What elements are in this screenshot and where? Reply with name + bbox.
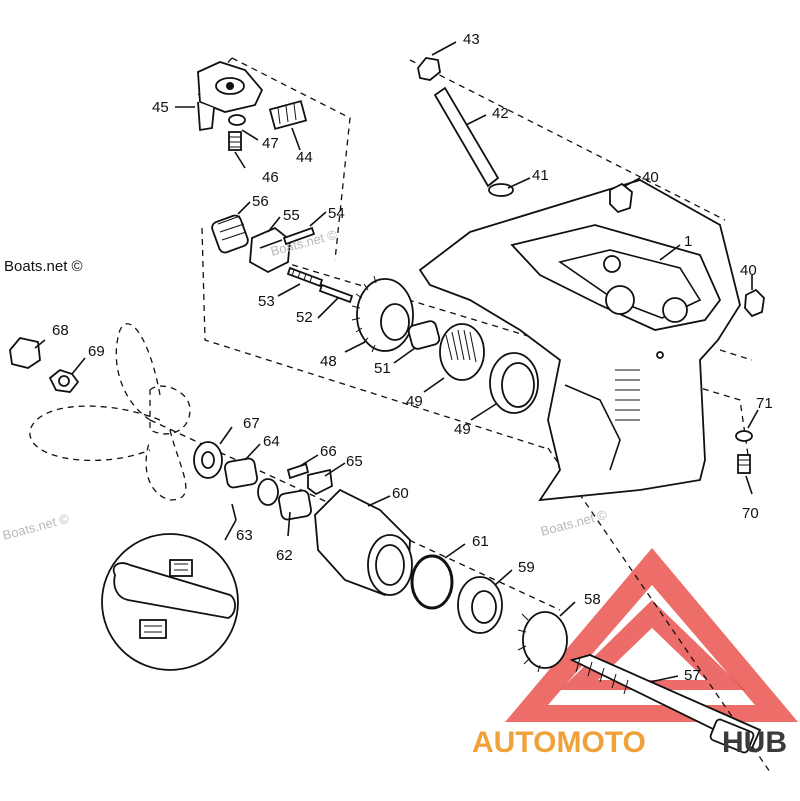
callout-44: 44	[296, 149, 313, 166]
callout-42: 42	[492, 105, 509, 122]
callout-53: 53	[258, 293, 275, 310]
callout-40-right: 40	[740, 262, 757, 279]
callout-69: 69	[88, 343, 105, 360]
propeller-outline	[9, 323, 191, 501]
callout-65: 65	[346, 453, 363, 470]
callout-57: 57	[684, 667, 701, 684]
callout-64: 64	[263, 433, 280, 450]
watermark-center-bottom: Boats.net ©	[539, 507, 609, 539]
top-cover-plate	[197, 61, 264, 132]
assembly-outline	[149, 57, 771, 773]
forward-gear-set	[351, 275, 539, 414]
callout-63: 63	[236, 527, 253, 544]
callout-68: 68	[52, 322, 69, 339]
shaft-tube-parts	[417, 57, 765, 318]
watermark-left: Boats.net ©	[4, 258, 83, 275]
callout-51: 51	[374, 360, 391, 377]
brand-name-main: AUTOMOTO	[472, 726, 646, 759]
callout-58: 58	[584, 591, 601, 608]
callout-60: 60	[392, 485, 409, 502]
callout-52: 52	[296, 309, 313, 326]
prop-shaft-assembly	[517, 611, 762, 754]
callout-43: 43	[463, 31, 480, 48]
callout-45: 45	[152, 99, 169, 116]
bearing-carrier-parts	[193, 441, 503, 634]
callout-67: 67	[243, 415, 260, 432]
watermark-bottom-left: Boats.net ©	[1, 511, 71, 543]
callout-49-upper: 49	[406, 393, 423, 410]
detail-inset	[101, 533, 239, 671]
callout-49-lower: 49	[454, 421, 471, 438]
callout-1: 1	[684, 233, 692, 250]
callout-numbers: 43 42 41 40 1 40 45 47 44 46 56 55 54 53…	[52, 31, 773, 684]
callout-70: 70	[742, 505, 759, 522]
brand-name-suffix: HUB	[722, 726, 787, 759]
callout-40-top: 40	[642, 169, 659, 186]
callout-55: 55	[283, 207, 300, 224]
shift-linkage	[211, 214, 354, 304]
brand-wordmark: AUTOMOTO HUB	[472, 726, 787, 759]
callout-47: 47	[262, 135, 279, 152]
callout-54: 54	[328, 205, 345, 222]
callout-41: 41	[532, 167, 549, 184]
callout-46: 46	[262, 169, 279, 186]
callout-61: 61	[472, 533, 489, 550]
cover-hardware	[228, 100, 308, 151]
callout-66: 66	[320, 443, 337, 460]
leader-lines	[34, 41, 759, 683]
callout-48: 48	[320, 353, 337, 370]
callout-62: 62	[276, 547, 293, 564]
callout-71: 71	[756, 395, 773, 412]
callout-56: 56	[252, 193, 269, 210]
trim-tab-bolts	[735, 430, 753, 474]
callout-59: 59	[518, 559, 535, 576]
